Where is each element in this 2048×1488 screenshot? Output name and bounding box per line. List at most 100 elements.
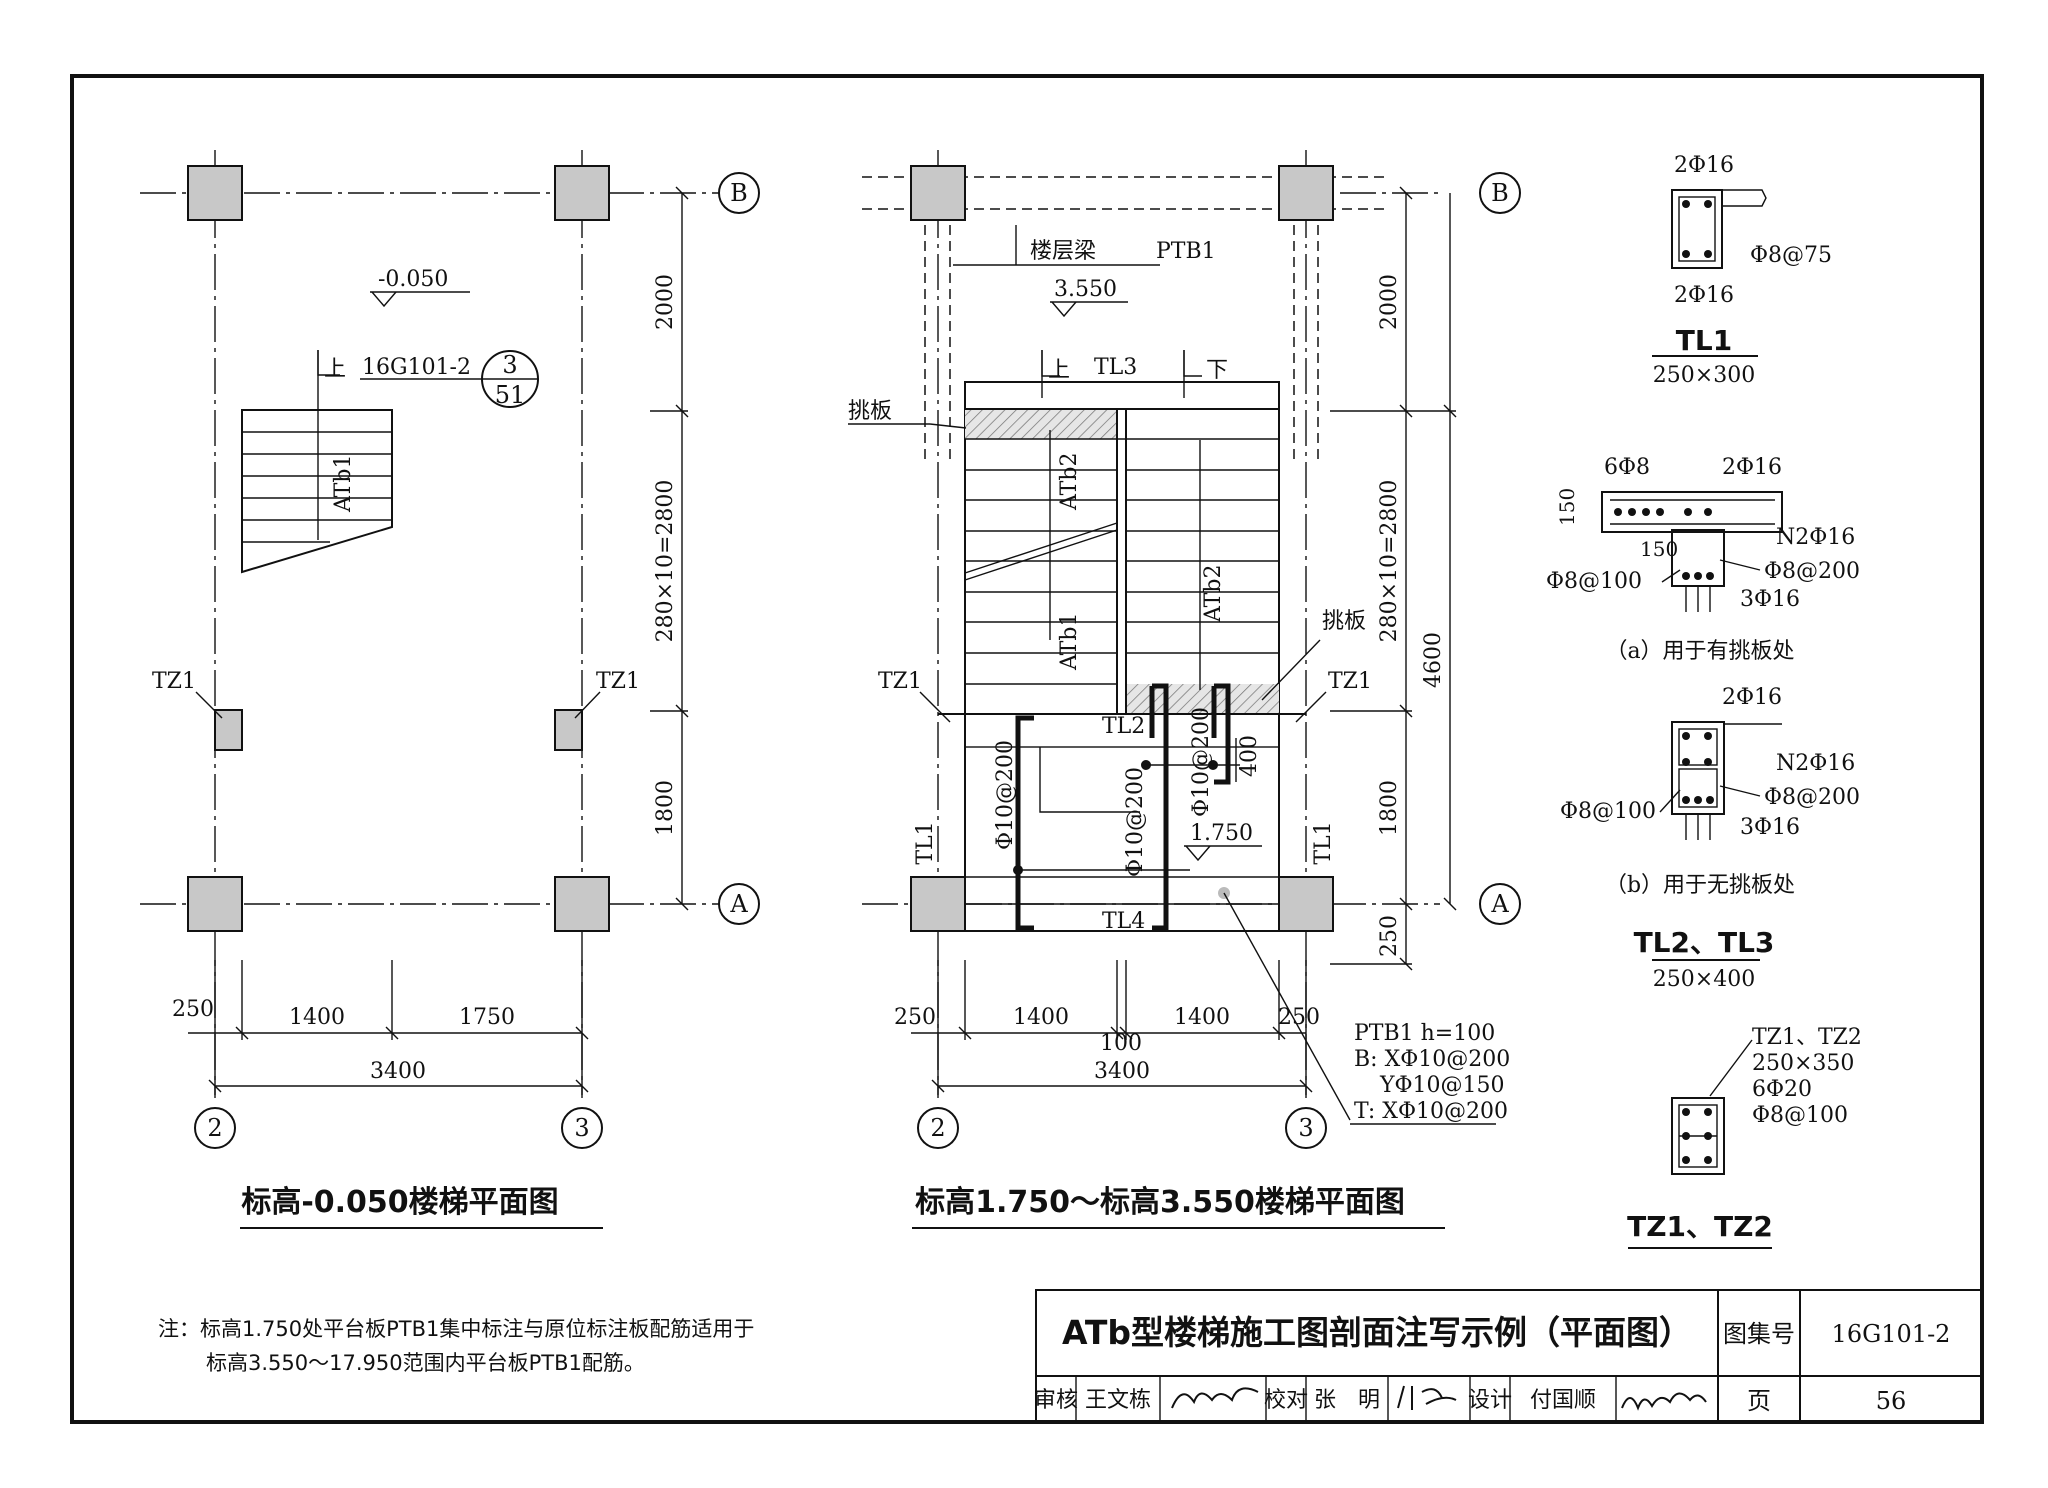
- callout-line: YΦ10@150: [1379, 1073, 1505, 1098]
- tl4-label: TL4: [1102, 909, 1145, 934]
- tl1-label: TL1: [1311, 821, 1336, 864]
- tl1-size: 250×300: [1653, 363, 1755, 388]
- elevation-lower: 1.750: [1190, 821, 1253, 846]
- section-a-bars: 6Φ8: [1604, 455, 1650, 480]
- sheet-border: [70, 74, 1984, 1424]
- stair-label: ATb1: [331, 455, 356, 513]
- column: [554, 876, 610, 932]
- dim-1750: 1750: [459, 1005, 515, 1030]
- column: [187, 876, 243, 932]
- section-a-n-bars: N2Φ16: [1776, 525, 1855, 550]
- plan-title: 标高1.750～标高3.550楼梯平面图: [915, 1185, 1405, 1220]
- tl1-label: TL1: [913, 821, 938, 864]
- tz1-label: TZ1: [596, 669, 640, 694]
- callout-line: PTB1 h=100: [1354, 1021, 1495, 1046]
- page-number: 56: [1876, 1387, 1907, 1415]
- tz-size-note: 250×350: [1752, 1051, 1854, 1076]
- elevation-upper: 3.550: [1054, 277, 1117, 302]
- axis-bubble-3: [561, 1107, 603, 1149]
- dim-1400: 1400: [1174, 1005, 1230, 1030]
- section-b-caption: （b）用于无挑板处: [1605, 873, 1795, 898]
- axis-label-b: B: [1491, 179, 1509, 207]
- cantilever-label: 挑板: [1322, 609, 1366, 634]
- section-a-stirrup: Φ8@100: [1546, 569, 1642, 594]
- tz1-post: [214, 709, 243, 751]
- tz-bars-note: 6Φ20: [1752, 1077, 1812, 1102]
- axis-label-2: 2: [207, 1114, 222, 1142]
- axis-label-2: 2: [930, 1114, 945, 1142]
- tz1-label: TZ1: [152, 669, 196, 694]
- tl2-label: TL2: [1102, 714, 1145, 739]
- dim-1400: 1400: [289, 1005, 345, 1030]
- column: [187, 165, 243, 221]
- dim-1800: 1800: [1377, 780, 1402, 836]
- dim-250: 250: [1377, 915, 1402, 957]
- dim-250: 250: [172, 997, 214, 1022]
- designer-name: 付国顺: [1530, 1388, 1596, 1413]
- axis-bubble-a: [718, 883, 760, 925]
- dim-1800: 1800: [653, 780, 678, 836]
- tz-name-note: TZ1、TZ2: [1752, 1025, 1862, 1050]
- section-b-top: 2Φ16: [1722, 685, 1782, 710]
- footnote-line: 标高3.550～17.950范围内平台板PTB1配筋。: [206, 1351, 645, 1375]
- tl1-stirrup: Φ8@75: [1750, 243, 1832, 268]
- down-label: 下: [1206, 358, 1228, 383]
- footnote-line: 注：标高1.750处平台板PTB1集中标注与原位标注板配筋适用于: [158, 1317, 755, 1341]
- axis-bubble-2: [917, 1107, 959, 1149]
- axis-label-b: B: [730, 179, 748, 207]
- up-label: 上: [1048, 358, 1070, 383]
- section-b-stirrup2: Φ8@200: [1764, 785, 1860, 810]
- column: [910, 876, 966, 932]
- dim-2000: 2000: [653, 274, 678, 330]
- reference-number: 3: [502, 351, 517, 379]
- elevation-mark: -0.050: [378, 267, 448, 292]
- tl1-top-bars: 2Φ16: [1674, 153, 1734, 178]
- tz1-label: TZ1: [1328, 669, 1372, 694]
- footnote: 注：标高1.750处平台板PTB1集中标注与原位标注板配筋适用于 标高3.550…: [158, 1312, 754, 1380]
- page-label: 页: [1747, 1387, 1771, 1415]
- axis-label-a: A: [729, 890, 748, 918]
- section-a-dim: 150: [1640, 537, 1678, 561]
- reviewer-signature: [1171, 1387, 1259, 1409]
- column: [554, 165, 610, 221]
- section-a-stirrup2: Φ8@200: [1764, 559, 1860, 584]
- callout-line: T: XΦ10@200: [1354, 1099, 1508, 1124]
- column: [1278, 876, 1334, 932]
- right-plan: B A 2 3 楼层梁 PTB1 3.550 上 TL3 下 挑板 ATb2 A…: [848, 150, 1521, 1229]
- section-a-caption: （a）用于有挑板处: [1605, 639, 1794, 664]
- tl2-tl3-size: 250×400: [1653, 967, 1755, 992]
- section-a-dim: 150: [1555, 488, 1579, 526]
- atb2-label: ATb2: [1057, 453, 1082, 511]
- dim-4600: 4600: [1421, 632, 1446, 688]
- section-details: 2Φ16 2Φ16 Φ8@75 TL1 250×300 6Φ8 2Φ16 150…: [1546, 153, 1862, 1249]
- rebar-label: Φ10@200: [993, 740, 1018, 850]
- reference-page: 51: [495, 381, 526, 409]
- dim-250: 250: [1278, 1005, 1320, 1030]
- dim-2000: 2000: [1377, 274, 1402, 330]
- rebar-label: Φ10@200: [1189, 707, 1214, 817]
- axis-bubble-b: [718, 172, 760, 214]
- plan-title: 标高-0.050楼梯平面图: [241, 1185, 558, 1220]
- dim-2800: 280×10=2800: [653, 480, 678, 643]
- atlas-number: 16G101-2: [1832, 1320, 1951, 1348]
- callout-line: B: XΦ10@200: [1354, 1047, 1510, 1072]
- tz1-label: TZ1: [878, 669, 922, 694]
- section-a-top: 2Φ16: [1722, 455, 1782, 480]
- dim-3400: 3400: [370, 1059, 426, 1084]
- tl2-tl3-name: TL2、TL3: [1634, 926, 1775, 959]
- checker-name: 张 明: [1314, 1388, 1380, 1413]
- section-b-stirrup: Φ8@100: [1560, 799, 1656, 824]
- tl3-label: TL3: [1094, 355, 1137, 380]
- design-label: 设计: [1468, 1388, 1512, 1413]
- section-a-bottom: 3Φ16: [1740, 587, 1800, 612]
- column: [910, 165, 966, 221]
- reviewer-name: 王文栋: [1085, 1388, 1151, 1413]
- tl1-bottom-bars: 2Φ16: [1674, 283, 1734, 308]
- dim-1400: 1400: [1013, 1005, 1069, 1030]
- dim-250: 250: [894, 1005, 936, 1030]
- ptb1-label: PTB1: [1156, 239, 1216, 264]
- axis-bubble-a: [1479, 883, 1521, 925]
- tz1-post: [554, 709, 583, 751]
- section-b-n-bars: N2Φ16: [1776, 751, 1855, 776]
